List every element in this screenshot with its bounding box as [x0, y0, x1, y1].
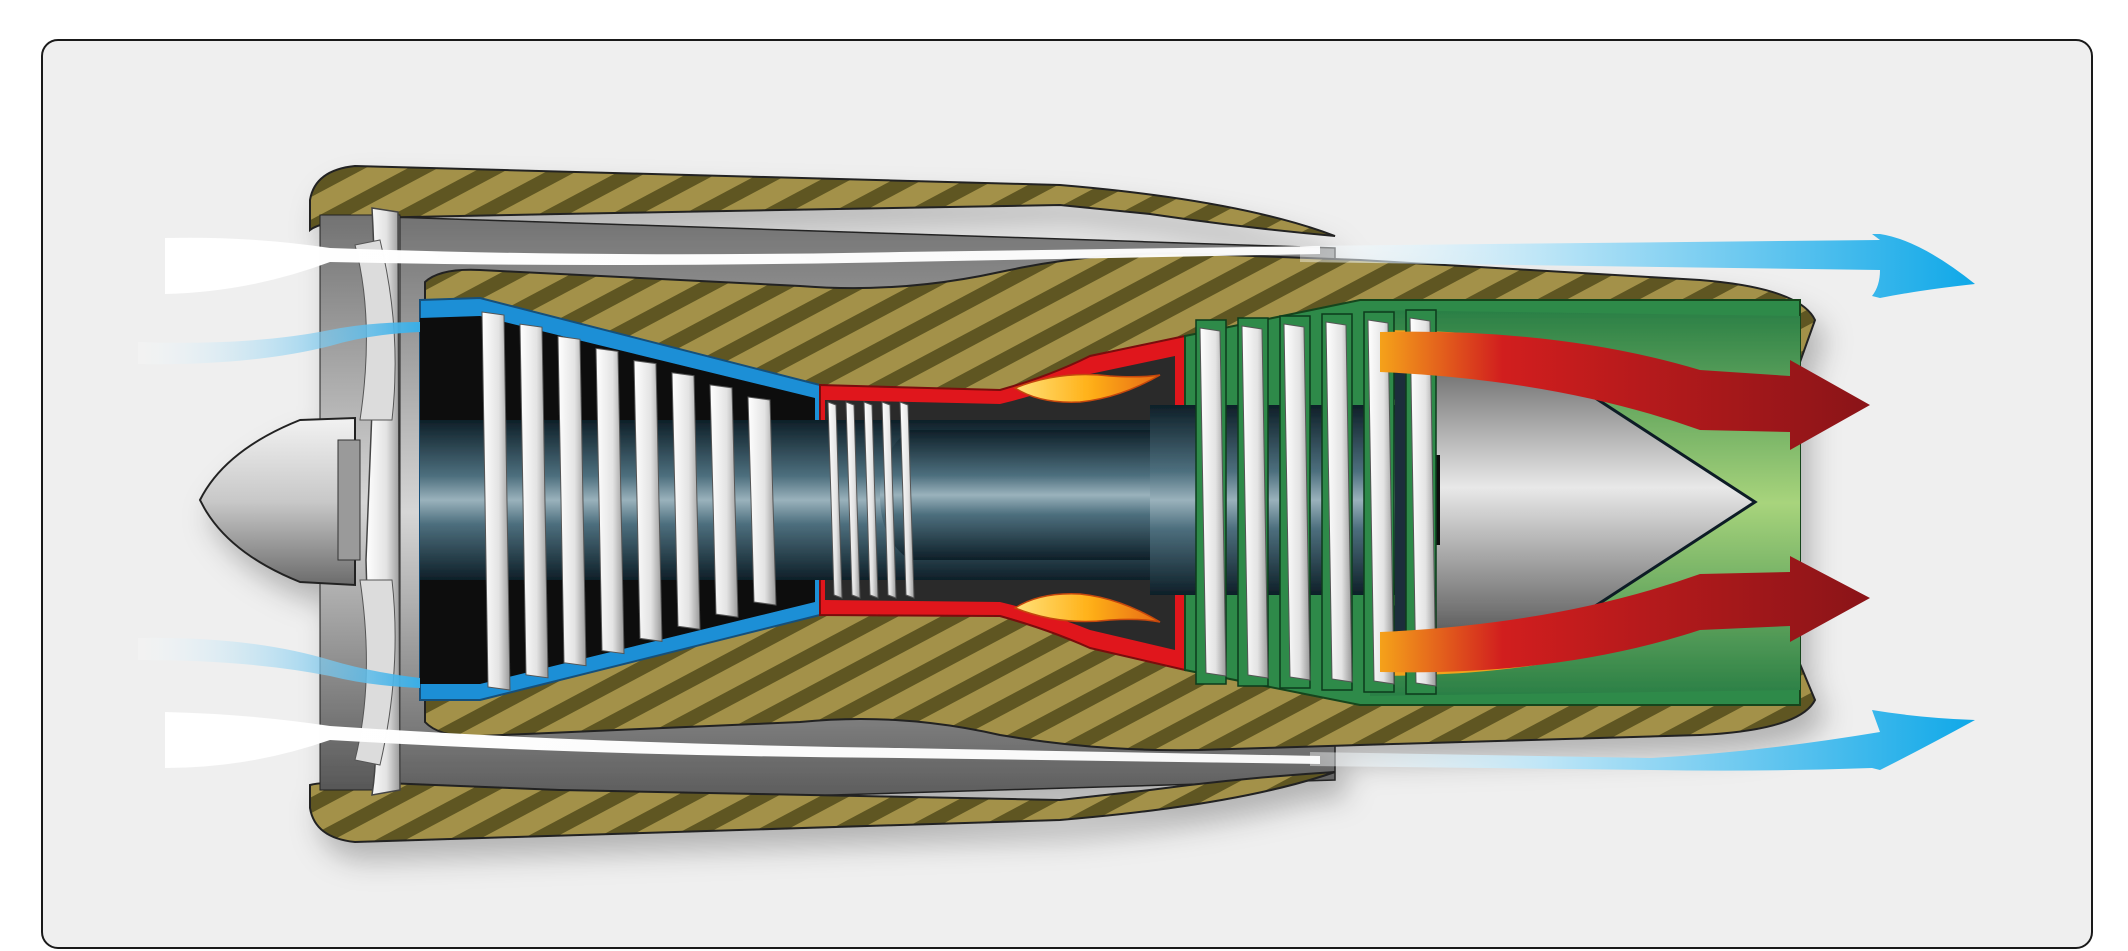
compressor-blade	[557, 335, 587, 667]
flow-arrow-icon	[1380, 331, 1870, 450]
compressor-blade	[595, 347, 625, 655]
combustion-blade	[845, 401, 861, 599]
turbine-blades	[1195, 309, 1437, 695]
compressor-blade	[633, 359, 663, 643]
core-inlet-airflow-lower	[138, 637, 420, 688]
turbine-blade	[1367, 319, 1395, 685]
inlet-airflow-upper	[165, 237, 1320, 294]
turbine-blade	[1199, 327, 1227, 677]
flame-icon	[1013, 593, 1161, 623]
compressor-blade	[519, 323, 549, 679]
turbine-blade	[1325, 321, 1353, 683]
compressor-blades	[481, 311, 777, 691]
combustion-blade	[827, 401, 843, 599]
combustion-blade	[863, 401, 879, 599]
flame-icon	[1013, 373, 1161, 403]
compressor-blade	[709, 384, 739, 618]
compressor-blade	[671, 372, 701, 630]
turbine-blade	[1241, 325, 1269, 679]
compressor-blade	[747, 396, 777, 606]
flow-arrow-icon	[1380, 556, 1870, 673]
compressor-blade	[481, 311, 511, 691]
combustion-blade	[881, 401, 897, 599]
core-inlet-airflow-upper	[138, 322, 420, 365]
inlet-airflow-lower	[165, 712, 1320, 768]
combustor-shaft	[880, 430, 1160, 560]
flow-arrow-icon	[1310, 710, 1975, 771]
combustion-blade	[899, 401, 915, 599]
flow-arrow-icon	[1300, 234, 1975, 298]
spinner-hub	[337, 439, 361, 561]
exhaust-cone-collar	[1390, 362, 1410, 642]
combustion-stage-blades	[827, 401, 915, 599]
turbine-blade	[1283, 323, 1311, 681]
turbine-blade	[1409, 317, 1437, 687]
